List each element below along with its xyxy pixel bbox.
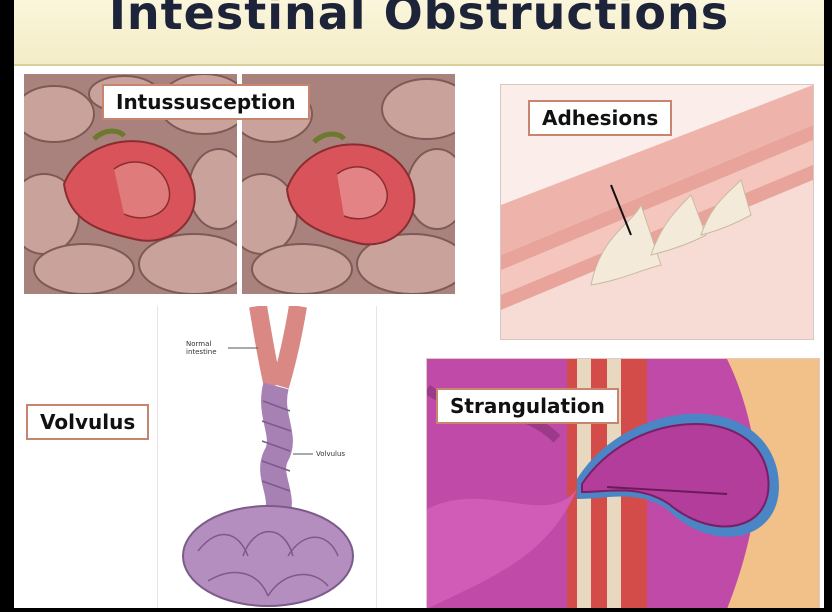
page-title: Intestinal Obstructions [14,0,824,40]
strangulation-label: Strangulation [436,388,619,424]
title-bar: Intestinal Obstructions [14,0,824,66]
intussusception-label: Intussusception [102,84,310,120]
normal-intestine-line-1: Normal [186,340,217,348]
slide: Intestinal Obstructions [14,0,824,608]
adhesions-label: Adhesions [528,100,672,136]
volvulus-label: Volvulus [26,404,149,440]
normal-intestine-line-2: intestine [186,348,217,356]
normal-intestine-caption: Normal intestine [186,340,217,356]
volvulus-caption: Volvulus [316,450,345,458]
